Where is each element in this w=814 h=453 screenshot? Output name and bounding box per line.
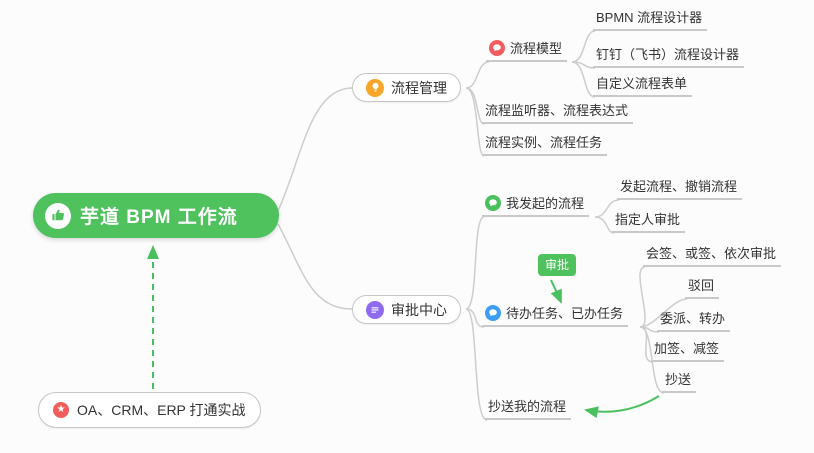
node-approval-center[interactable]: 审批中心 — [352, 295, 461, 324]
node-instance-task[interactable]: 流程实例、流程任务 — [482, 133, 608, 156]
root-label: 芋道 BPM 工作流 — [80, 207, 238, 228]
connector — [639, 298, 688, 328]
chat-bubble-icon — [485, 194, 501, 211]
node-label: 钉钉（飞书）流程设计器 — [596, 47, 740, 62]
connector — [465, 308, 488, 421]
approval-arrow — [550, 279, 562, 304]
connector — [465, 61, 490, 89]
node-integration-note[interactable]: ★ OA、CRM、ERP 打通实战 — [38, 392, 261, 428]
connector — [465, 87, 485, 157]
node-label: 会签、或签、依次审批 — [646, 246, 777, 261]
node-delegate-transfer[interactable]: 委派、转办 — [657, 309, 731, 332]
relation-badge-approval[interactable]: 审批 — [538, 254, 577, 277]
node-process-model[interactable]: 流程模型 — [486, 39, 568, 62]
node-bpmn-designer[interactable]: BPMN 流程设计器 — [593, 8, 708, 31]
node-label: 加签、减签 — [654, 341, 720, 356]
branch-label: 审批中心 — [391, 301, 447, 318]
node-initiate-revoke[interactable]: 发起流程、撤销流程 — [617, 177, 743, 200]
connector — [639, 266, 646, 328]
node-label: 流程模型 — [510, 41, 563, 56]
thumbs-up-icon — [45, 202, 71, 229]
node-label: 我发起的流程 — [506, 196, 585, 211]
node-label: 委派、转办 — [660, 311, 726, 326]
branch-label: 流程管理 — [391, 79, 447, 96]
node-todo-done-tasks[interactable]: 待办任务、已办任务 — [482, 304, 629, 327]
node-label: 流程监听器、流程表达式 — [485, 103, 629, 118]
chat-bubble-icon — [485, 304, 501, 321]
node-my-initiated[interactable]: 我发起的流程 — [482, 194, 590, 217]
node-label: BPMN 流程设计器 — [596, 10, 703, 25]
lightbulb-icon — [366, 78, 384, 97]
node-countersign[interactable]: 会签、或签、依次审批 — [643, 244, 782, 267]
connector — [277, 223, 353, 310]
connector — [465, 216, 485, 310]
connector — [277, 87, 353, 212]
node-cc[interactable]: 抄送 — [662, 370, 697, 393]
node-add-remove-sign[interactable]: 加签、减签 — [651, 339, 725, 362]
node-dingtalk-designer[interactable]: 钉钉（飞书）流程设计器 — [593, 45, 745, 68]
node-label: 待办任务、已办任务 — [506, 306, 624, 321]
cc-arrow — [584, 395, 660, 419]
connector — [594, 199, 620, 218]
badge-label: 审批 — [545, 258, 570, 272]
note-label: OA、CRM、ERP 打通实战 — [77, 402, 246, 418]
connector — [571, 61, 596, 98]
connector — [571, 30, 596, 63]
node-listener-expression[interactable]: 流程监听器、流程表达式 — [482, 101, 634, 124]
node-process-management[interactable]: 流程管理 — [352, 73, 461, 102]
list-icon — [366, 300, 384, 319]
node-label: 驳回 — [688, 278, 715, 293]
node-label: 抄送 — [665, 372, 692, 387]
node-cc-my-process[interactable]: 抄送我的流程 — [485, 397, 572, 420]
chat-bubble-icon — [489, 39, 505, 56]
connector — [465, 308, 485, 328]
node-label: 抄送我的流程 — [488, 399, 567, 414]
node-label: 流程实例、流程任务 — [485, 135, 603, 150]
star-icon: ★ — [53, 402, 69, 418]
node-label: 指定人审批 — [615, 212, 681, 227]
root-node[interactable]: 芋道 BPM 工作流 — [33, 193, 279, 238]
node-assigned-approver[interactable]: 指定人审批 — [612, 210, 686, 233]
node-label: 发起流程、撤销流程 — [620, 179, 738, 194]
node-label: 自定义流程表单 — [596, 76, 688, 91]
node-reject[interactable]: 驳回 — [685, 276, 720, 299]
node-custom-form[interactable]: 自定义流程表单 — [593, 74, 693, 97]
